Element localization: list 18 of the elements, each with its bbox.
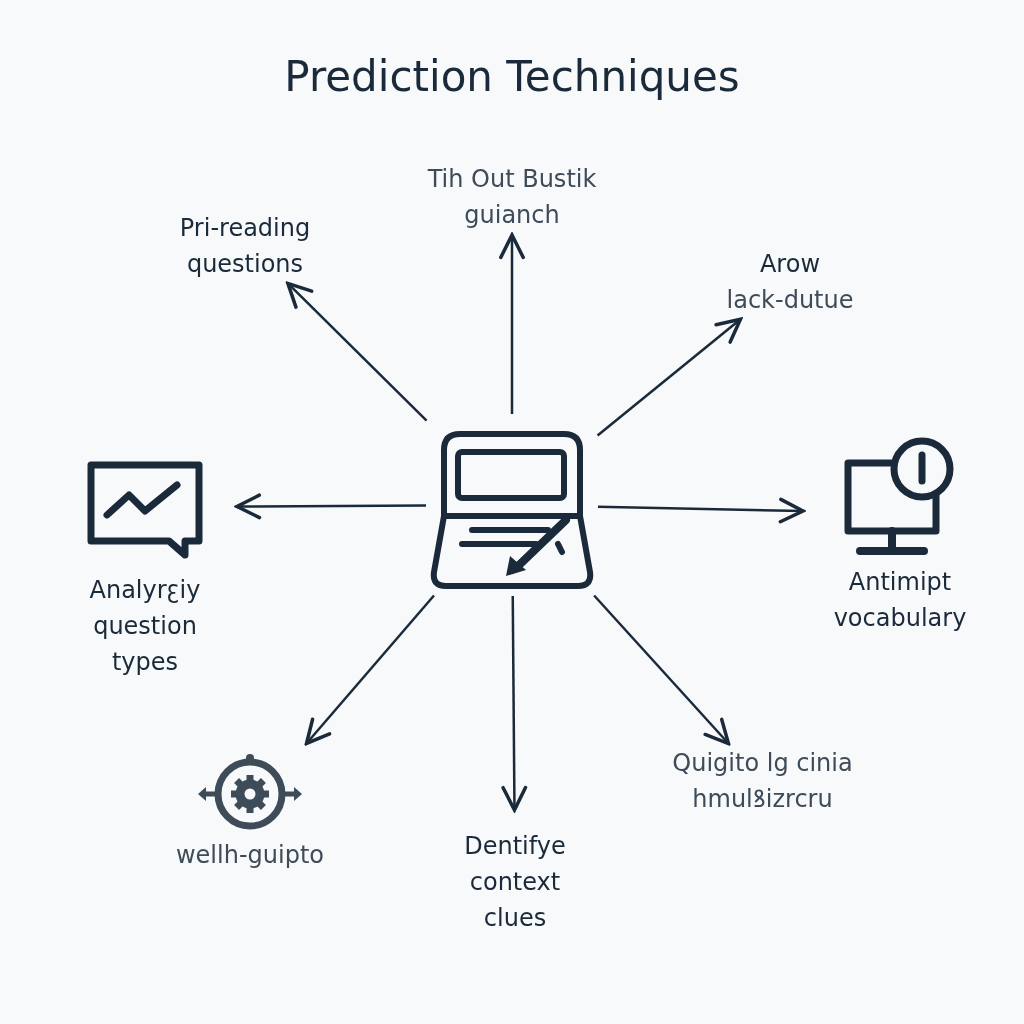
arrow [501, 596, 528, 812]
arrow [286, 281, 428, 422]
node-label: Analyrꜫiy question types [88, 575, 202, 678]
arrow [235, 493, 426, 520]
node-label: Arow [758, 249, 822, 280]
arrow [596, 317, 743, 437]
node-label: Quigito lg cinia hmulꝸizrcru [671, 748, 854, 815]
arrow [593, 594, 731, 746]
node-label: Tih Out Bustik guianch [426, 164, 598, 231]
arrow [304, 594, 435, 746]
node-label: Antimipt vocabulary [832, 567, 968, 634]
node-label: lack-dutue [725, 285, 855, 316]
arrow [597, 497, 805, 524]
node-label: Dentifye context clues [463, 831, 567, 934]
title: Prediction Techniques [284, 52, 740, 101]
node-label: wellh-guipto [174, 840, 325, 871]
node-label: Pri-reading questions [178, 213, 312, 280]
arrow [499, 233, 525, 414]
